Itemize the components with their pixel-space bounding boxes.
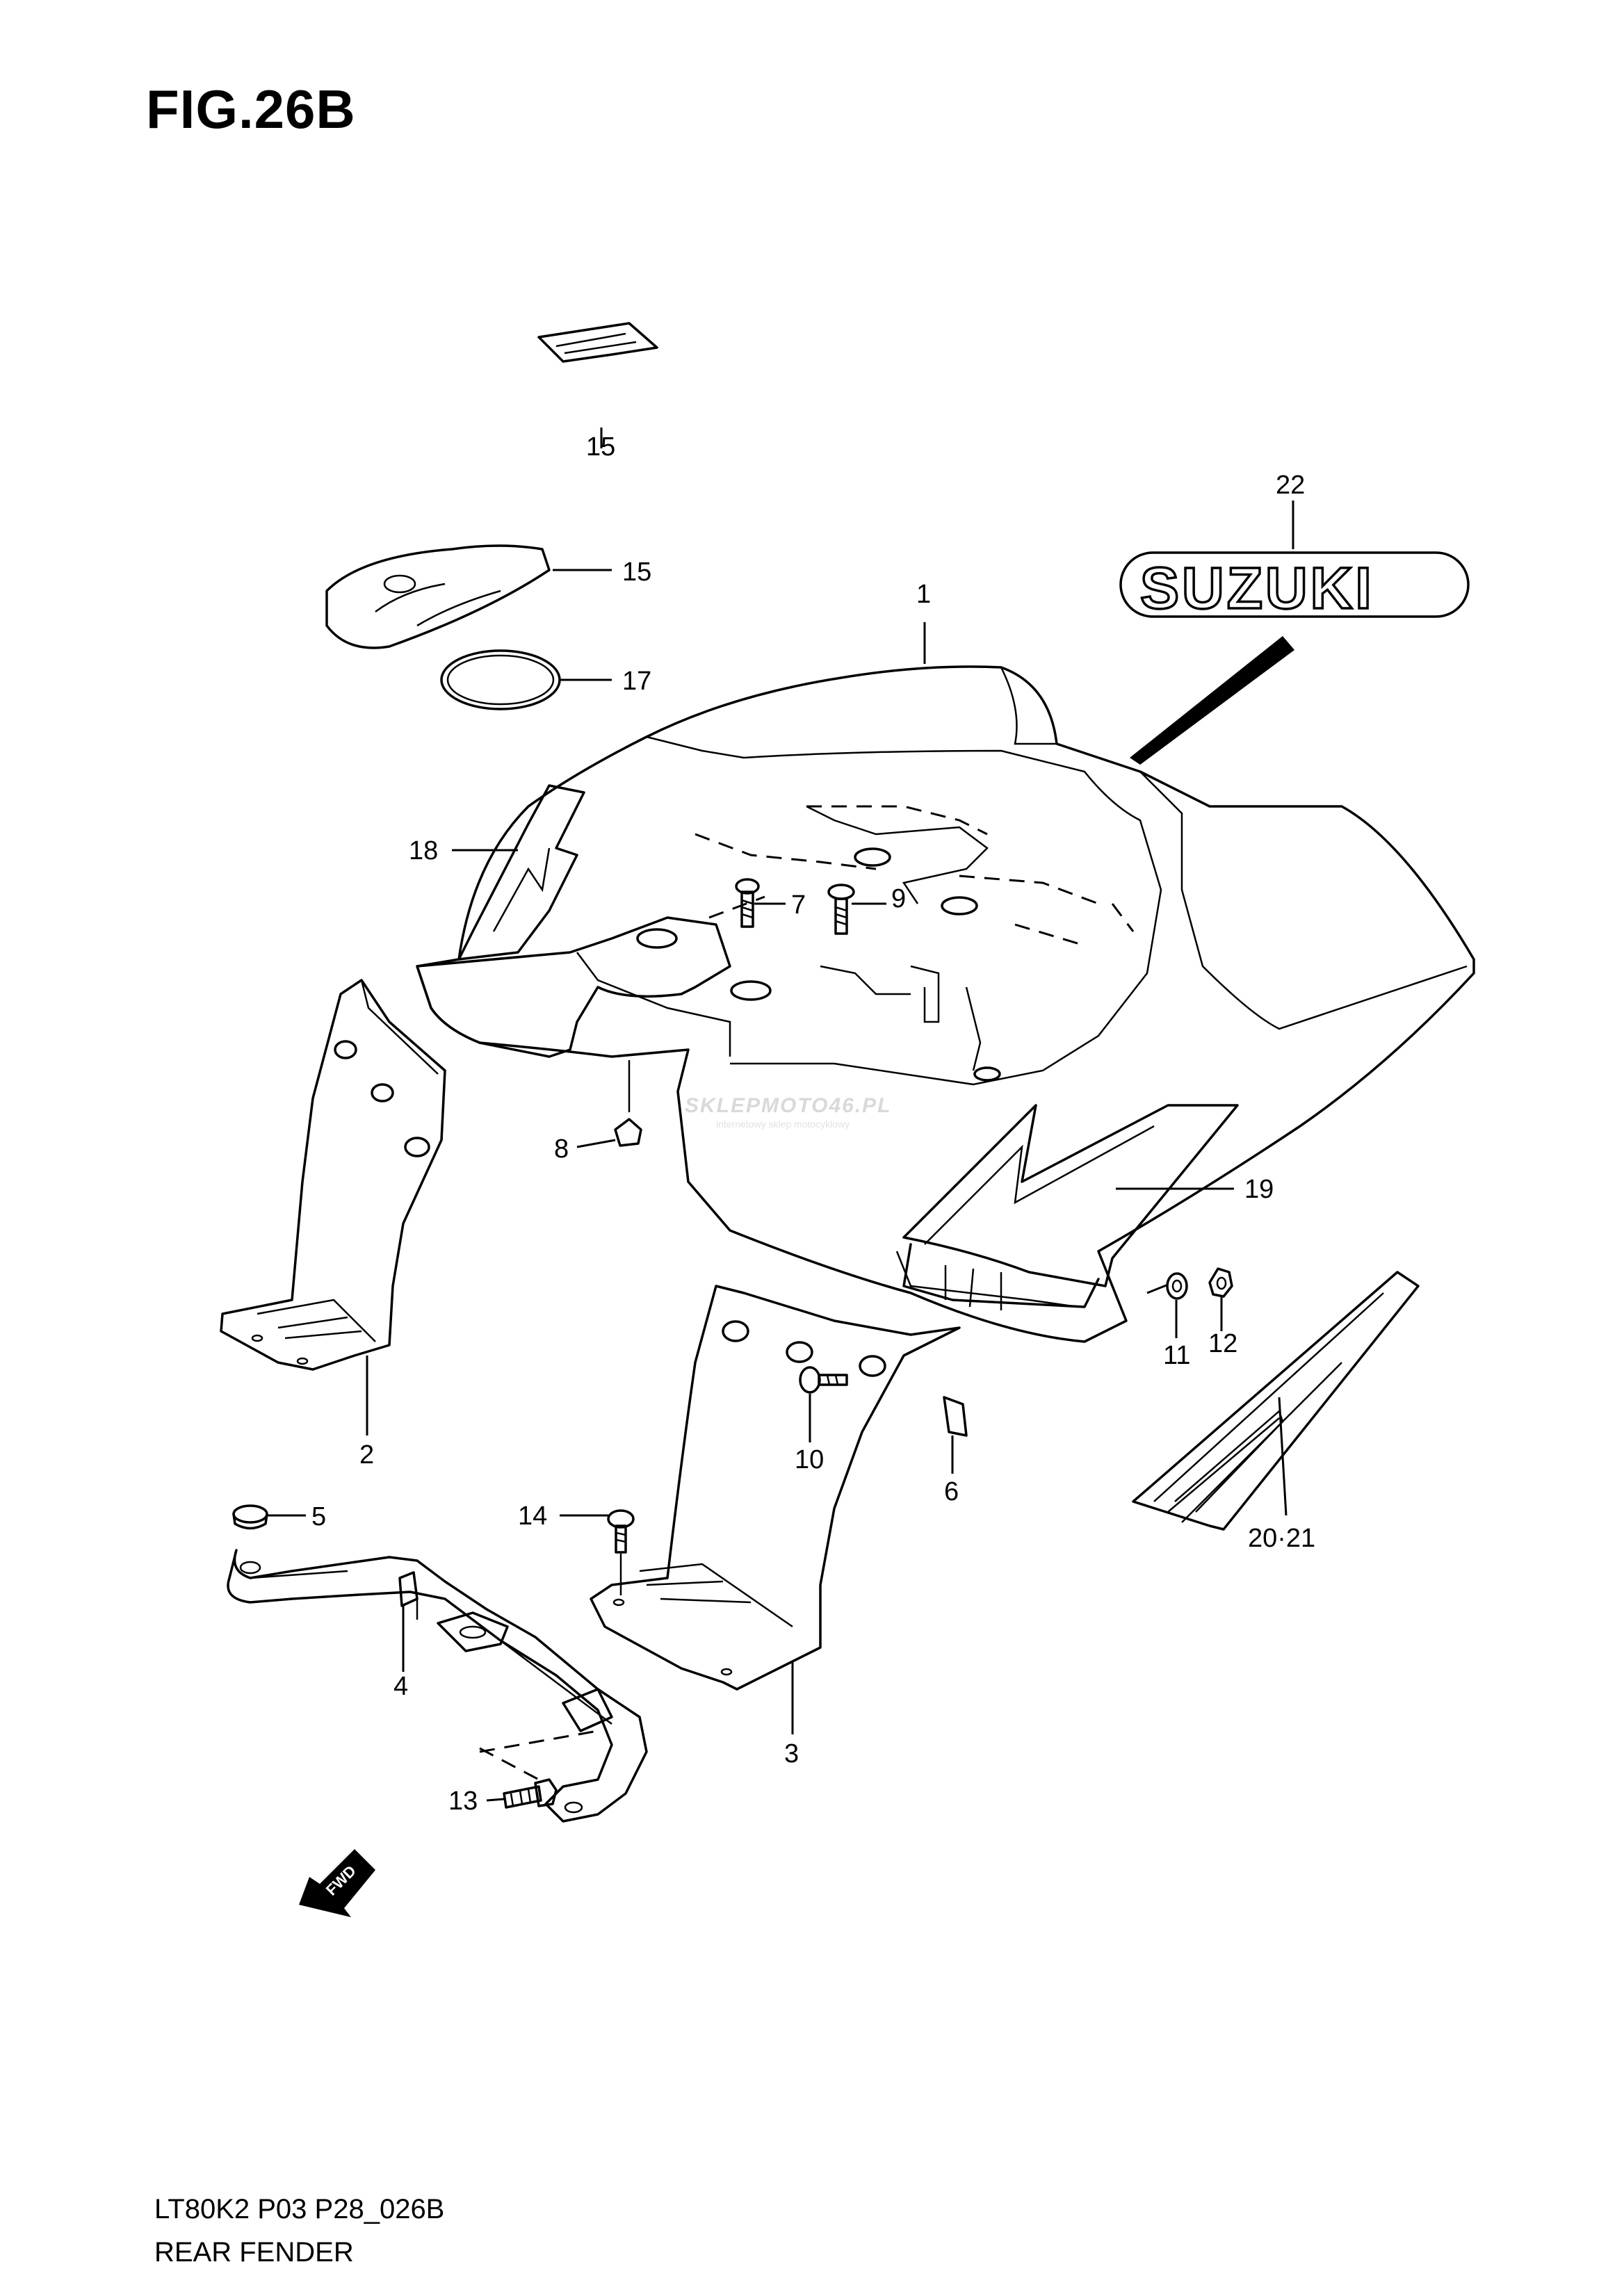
callout-1: 1 bbox=[916, 580, 931, 609]
callout-14: 14 bbox=[518, 1502, 547, 1531]
figure-title: FIG.26B bbox=[146, 79, 356, 140]
part-3-right-mudflap bbox=[590, 1285, 961, 1691]
callout-17: 17 bbox=[622, 667, 651, 696]
callout-10: 10 bbox=[795, 1445, 824, 1474]
part-15-cover bbox=[325, 544, 551, 649]
part-2-left-mudflap bbox=[220, 979, 446, 1371]
callout-18: 18 bbox=[409, 836, 438, 865]
callout-12: 12 bbox=[1208, 1329, 1237, 1358]
callout-2: 2 bbox=[359, 1440, 374, 1470]
part-14-screw bbox=[607, 1509, 635, 1595]
callout-3: 3 bbox=[784, 1739, 799, 1768]
part-22-emblem: SUZUKI bbox=[1119, 551, 1470, 622]
callout-13: 13 bbox=[448, 1787, 478, 1816]
callout-16: 15 bbox=[586, 432, 615, 462]
part-20-21-stripe-decal bbox=[1132, 1271, 1420, 1531]
part-10-screw bbox=[799, 1366, 848, 1394]
watermark-subtext: internetowy sklep motocyklowy bbox=[716, 1118, 850, 1130]
callout-22: 22 bbox=[1276, 471, 1305, 500]
part-16-pad bbox=[537, 322, 658, 363]
part-13-bolt bbox=[479, 1747, 558, 1809]
emblem-pointer-stripe bbox=[1130, 636, 1294, 765]
part-1-rear-fender bbox=[416, 665, 1475, 1343]
part-9-bolt bbox=[827, 884, 855, 935]
callout-4: 4 bbox=[393, 1672, 408, 1701]
diagram-code: LT80K2 P03 P28_026B bbox=[154, 2194, 445, 2224]
callout-labels: 15 15 15 17 1 22 18 7 9 8 19 11 12 10 6 … bbox=[311, 432, 1315, 1816]
callout-11: 11 bbox=[1163, 1341, 1190, 1370]
emblem-text: SUZUKI bbox=[1140, 555, 1374, 621]
part-7-bolt bbox=[735, 878, 760, 928]
part-12-nut bbox=[1208, 1267, 1233, 1298]
diagram-name: REAR FENDER bbox=[154, 2237, 354, 2268]
watermark-text: SKLEPMOTO46.PL bbox=[685, 1094, 892, 1117]
callout-15-label: 15 bbox=[622, 558, 651, 587]
callout-5: 5 bbox=[311, 1502, 326, 1531]
part-6-clip bbox=[943, 1396, 968, 1437]
callout-19: 19 bbox=[1244, 1175, 1274, 1204]
callout-6: 6 bbox=[944, 1477, 959, 1506]
callout-8: 8 bbox=[554, 1134, 569, 1164]
part-11-washer bbox=[1166, 1272, 1188, 1300]
callout-9: 9 bbox=[891, 884, 906, 913]
part-4-grab-bar bbox=[227, 1549, 648, 1823]
part-5-cap bbox=[232, 1504, 268, 1530]
part-17-ring bbox=[440, 649, 561, 710]
callout-20-21: 20·21 bbox=[1248, 1524, 1315, 1553]
leader-lines bbox=[268, 428, 1294, 1802]
callout-7: 7 bbox=[791, 890, 806, 920]
fwd-direction-arrow: FWD bbox=[299, 1849, 375, 1917]
part-8-nut bbox=[614, 1060, 642, 1147]
